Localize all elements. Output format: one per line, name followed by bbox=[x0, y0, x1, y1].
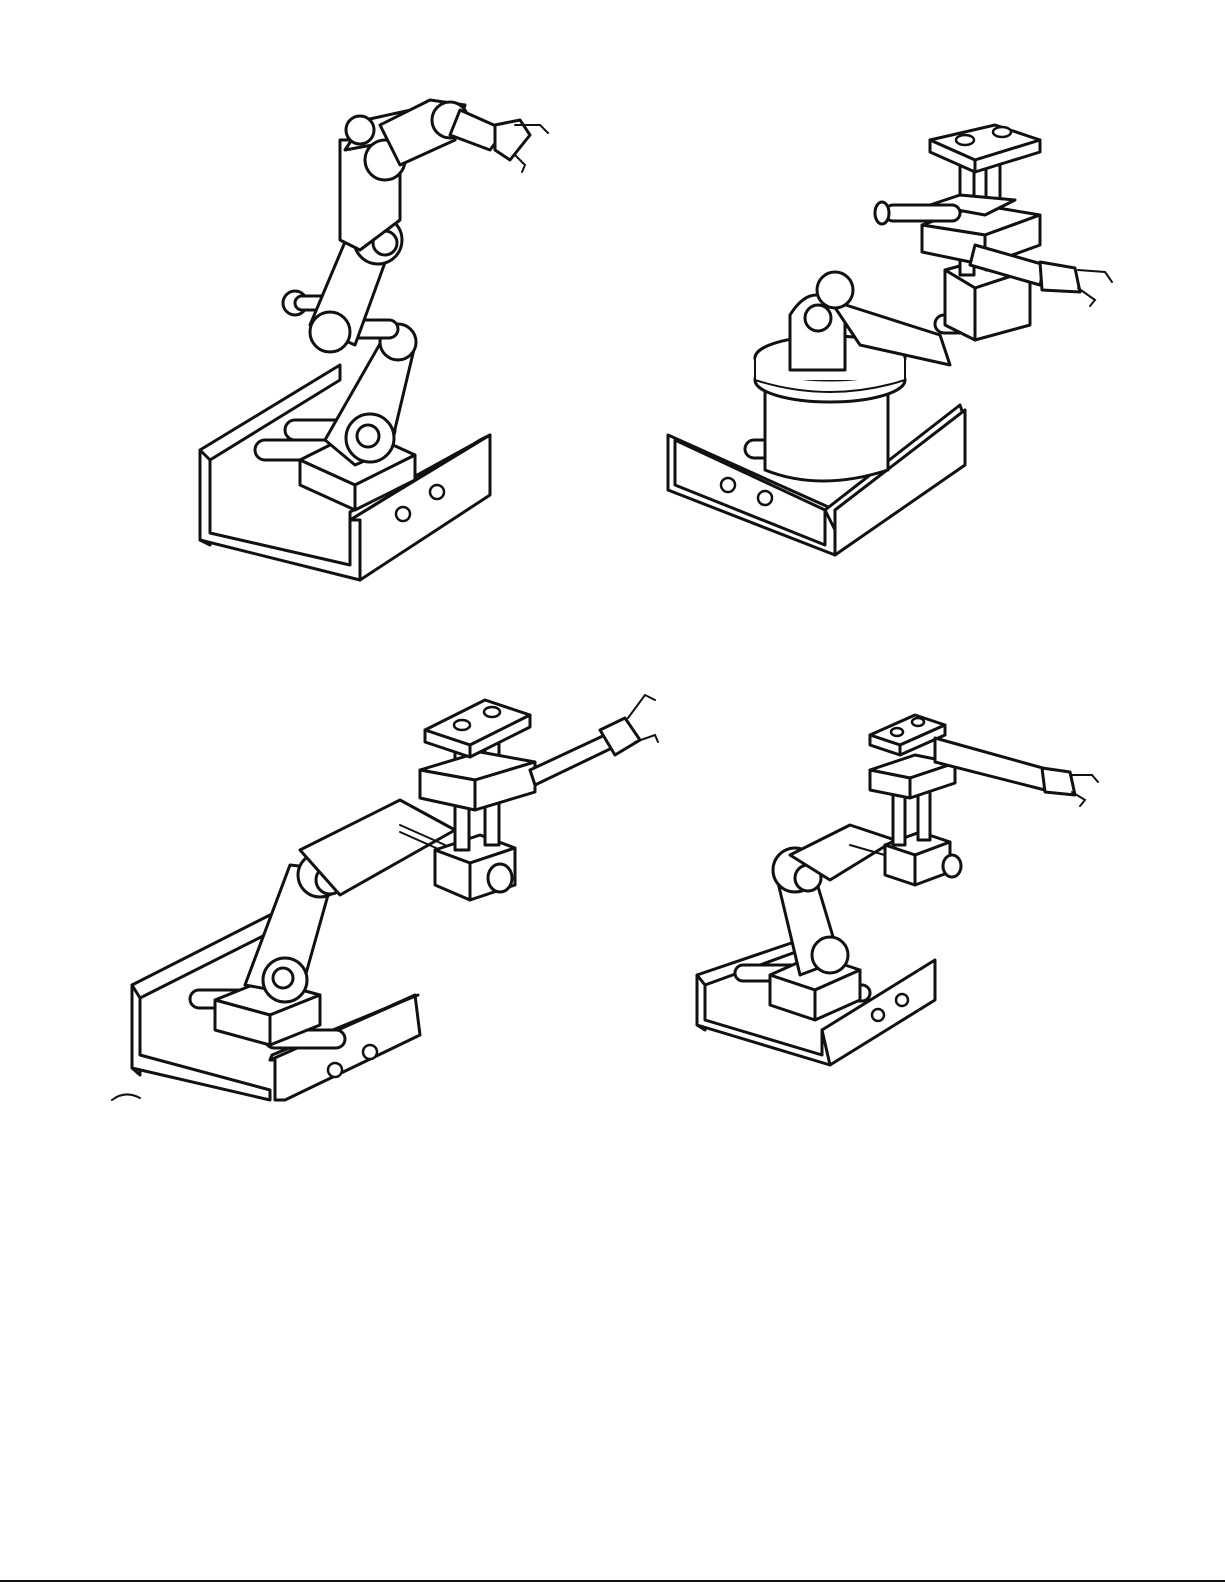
cylindrical-robot-arm-icon bbox=[668, 125, 1112, 555]
extended-robot-arm-icon bbox=[112, 695, 658, 1100]
compact-robot-arm-icon bbox=[697, 715, 1098, 1065]
articulated-robot-arm-icon bbox=[200, 100, 548, 580]
bottom-rule bbox=[0, 1580, 1225, 1582]
